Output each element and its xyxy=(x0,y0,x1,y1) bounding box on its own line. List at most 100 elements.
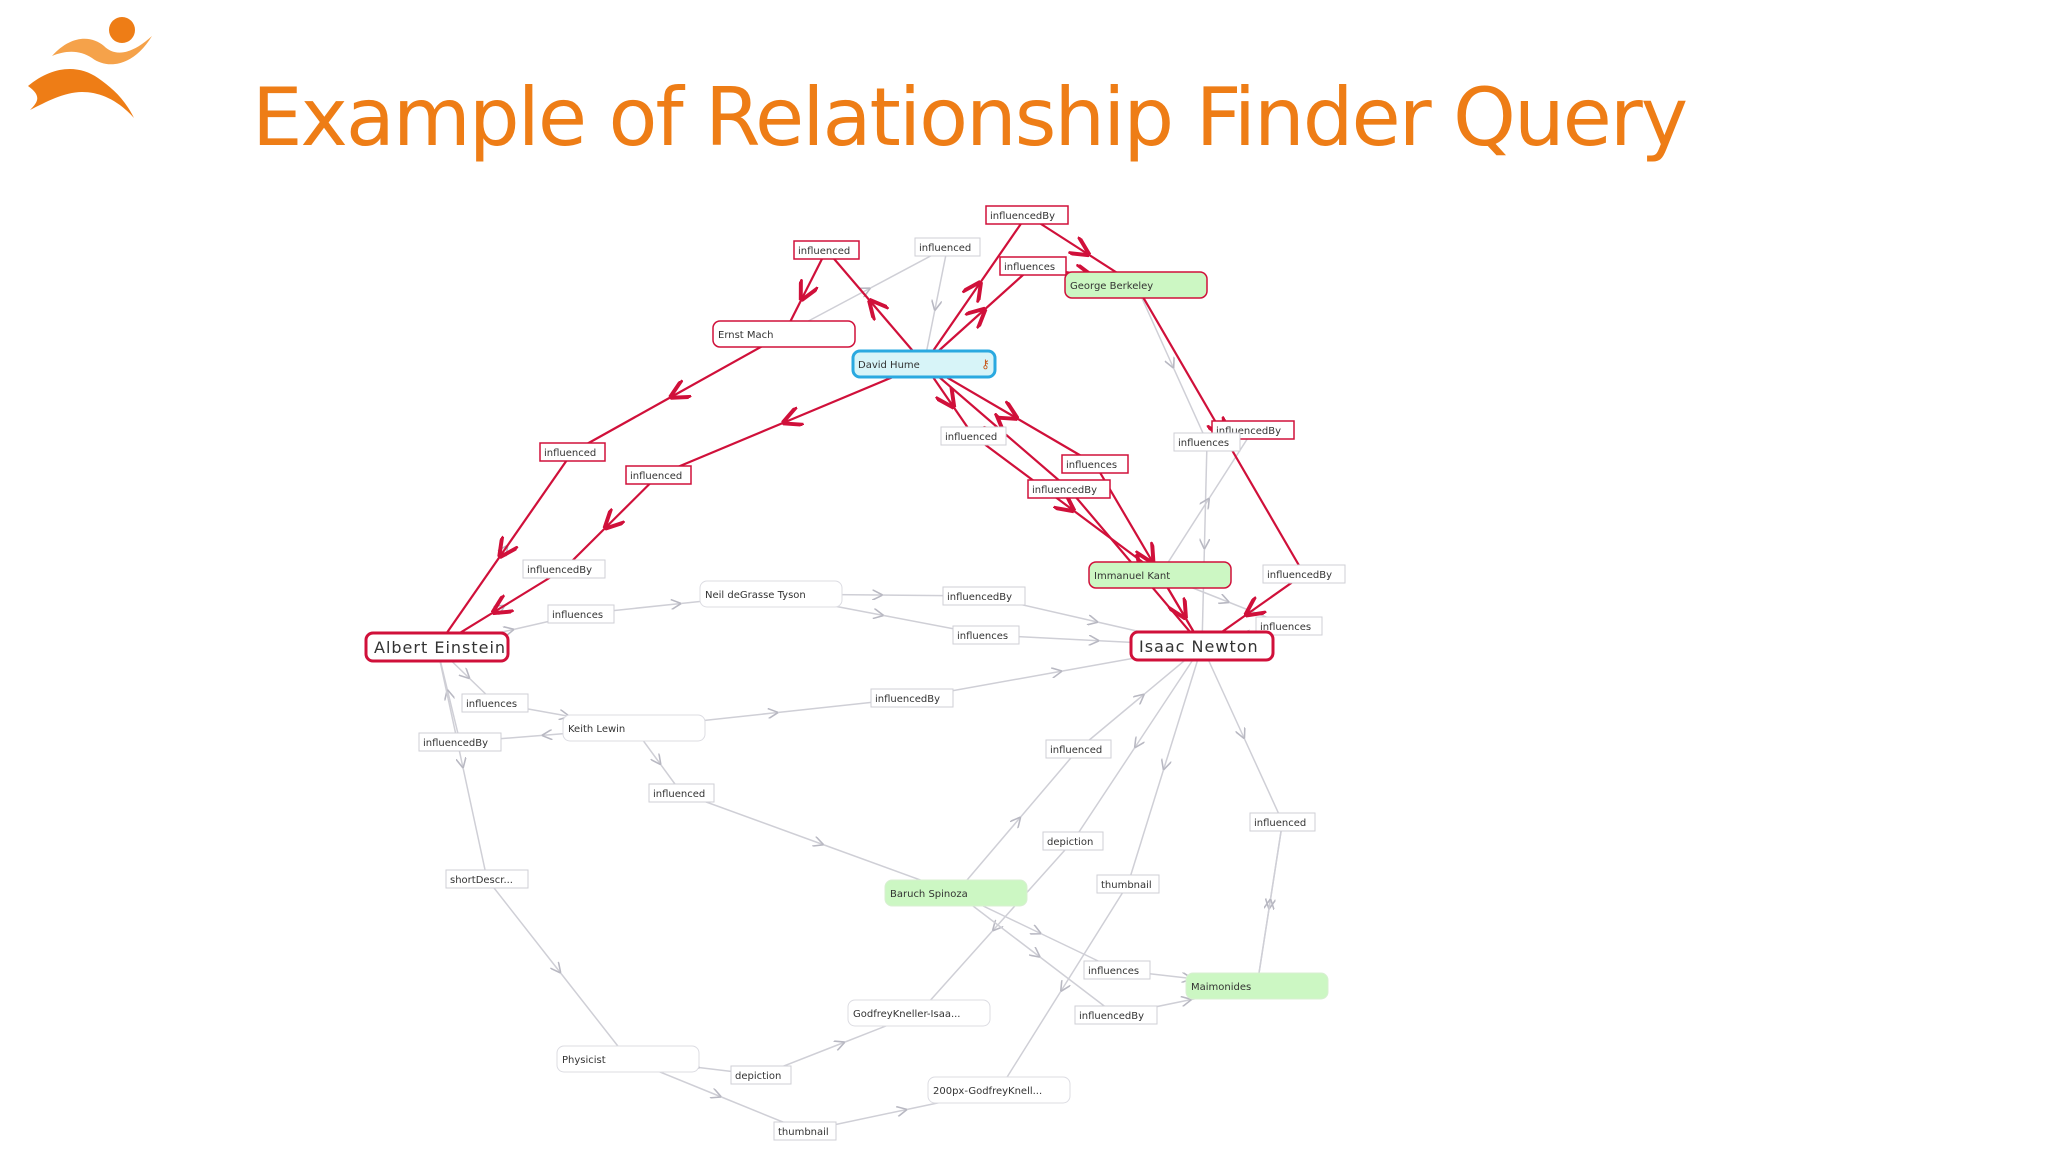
node-box xyxy=(884,879,1028,907)
edge-label-box xyxy=(522,559,606,579)
logo-upper-swoosh-icon xyxy=(52,36,152,65)
edge-label[interactable]: thumbnail xyxy=(773,1121,837,1141)
node-label: Neil deGrasse Tyson xyxy=(705,590,806,601)
edge-label-text: shortDescr... xyxy=(450,875,513,886)
edge-label[interactable]: influencedBy xyxy=(418,732,502,752)
edge-label-box xyxy=(418,732,502,752)
node-maimonides[interactable]: Maimonides xyxy=(1185,972,1329,1000)
background-edges xyxy=(436,246,1290,1132)
path-edge xyxy=(783,249,828,335)
edge-label-box xyxy=(1096,874,1160,894)
path-edge xyxy=(923,214,1028,365)
node-newton[interactable]: Isaac Newton xyxy=(1129,630,1275,662)
edge-label-text: influencedBy xyxy=(990,211,1055,222)
node-box xyxy=(562,714,706,742)
node-berkeley[interactable]: George Berkeley xyxy=(1064,271,1208,299)
graph-edge xyxy=(1256,821,1284,987)
edge-label[interactable]: influenced xyxy=(539,442,606,462)
edge-label-text: influencedBy xyxy=(1216,426,1281,437)
edge-label[interactable]: influencedBy xyxy=(1074,1005,1158,1025)
edge-label-box xyxy=(914,237,981,257)
edge-label-text: influencedBy xyxy=(527,565,592,576)
logo-lower-swoosh-icon xyxy=(28,68,134,118)
edge-label[interactable]: influenced xyxy=(648,783,715,803)
edge-label[interactable]: influencedBy xyxy=(870,688,954,708)
edge-label-text: influencedBy xyxy=(875,694,940,705)
edge-label[interactable]: influencedBy xyxy=(522,559,606,579)
node-box xyxy=(851,349,997,379)
edge-label-text: influenced xyxy=(798,246,850,257)
edge-label[interactable]: influences xyxy=(1083,960,1151,980)
graph-edge xyxy=(955,748,1080,894)
path-edge xyxy=(923,363,1096,465)
path-edge xyxy=(825,249,925,365)
edge-label-box xyxy=(1262,564,1346,584)
edge-label[interactable]: influenced xyxy=(625,465,692,485)
path-edge xyxy=(571,333,785,453)
node-label: Ernst Mach xyxy=(718,330,774,341)
edge-label[interactable]: influences xyxy=(999,256,1067,276)
edge-label-text: thumbnail xyxy=(1101,880,1152,891)
edge-label[interactable]: depiction xyxy=(730,1065,792,1085)
slide-title: Example of Relationship Finder Query xyxy=(252,71,1688,164)
edge-label[interactable]: influences xyxy=(461,693,529,713)
edge-label[interactable]: influences xyxy=(952,625,1020,645)
edge-label-text: influenced xyxy=(630,471,682,482)
node-box xyxy=(1088,561,1232,589)
node-label: 200px-GodfreyKnell... xyxy=(933,1086,1042,1097)
edge-label[interactable]: shortDescr... xyxy=(445,869,529,889)
edge-label-text: influenced xyxy=(945,432,997,443)
edge-label[interactable]: influenced xyxy=(1045,739,1112,759)
edge-label[interactable]: influenced xyxy=(1249,812,1316,832)
edge-label[interactable]: influencedBy xyxy=(1027,479,1111,499)
edge-label-text: influences xyxy=(1088,966,1139,977)
node-label: Maimonides xyxy=(1191,982,1251,993)
logo-head-icon xyxy=(109,17,135,43)
graph-edge xyxy=(1159,429,1254,576)
edge-label[interactable]: thumbnail xyxy=(1096,874,1160,894)
node-physicist[interactable]: Physicist xyxy=(556,1045,700,1073)
edge-label[interactable]: depiction xyxy=(1042,831,1104,851)
path-edge xyxy=(563,474,660,570)
edge-label[interactable]: influenced xyxy=(914,237,981,257)
edge-label[interactable]: influences xyxy=(1255,616,1323,636)
edge-label[interactable]: influences xyxy=(547,604,615,624)
edge-label-text: influences xyxy=(1004,262,1055,273)
node-spinoza[interactable]: Baruch Spinoza xyxy=(884,879,1028,907)
edge-label[interactable]: influencedBy xyxy=(942,586,1026,606)
node-kant[interactable]: Immanuel Kant xyxy=(1088,561,1232,589)
edge-label-text: influenced xyxy=(1050,745,1102,756)
edge-label[interactable]: influences xyxy=(1061,454,1129,474)
node-box xyxy=(927,1076,1071,1104)
node-box xyxy=(847,999,991,1027)
edge-label[interactable]: influencedBy xyxy=(1262,564,1346,584)
edge-label[interactable]: influenced xyxy=(940,426,1007,446)
edge-label-box xyxy=(1074,1005,1158,1025)
nodes: Albert Einstein Isaac Newton David Hume⚷ Ge… xyxy=(364,271,1329,1104)
edge-label-box xyxy=(445,869,529,889)
node-tyson[interactable]: Neil deGrasse Tyson xyxy=(699,580,843,608)
node-box xyxy=(556,1045,700,1073)
edge-label[interactable]: influencedBy xyxy=(985,205,1069,225)
node-label: GodfreyKneller-Isaa... xyxy=(853,1009,961,1020)
node-kneller2[interactable]: 200px-GodfreyKnell... xyxy=(927,1076,1071,1104)
edge-label-text: influencedBy xyxy=(1032,485,1097,496)
edge-label[interactable]: influenced xyxy=(793,240,860,260)
graph-edge xyxy=(1078,645,1203,750)
edge-label-text: influences xyxy=(1066,460,1117,471)
graph-edge xyxy=(1127,645,1203,885)
node-lewin[interactable]: Keith Lewin xyxy=(562,714,706,742)
graph-edge xyxy=(955,892,1117,1016)
node-mach[interactable]: Ernst Mach xyxy=(712,320,856,348)
node-hume[interactable]: David Hume⚷ xyxy=(851,349,997,379)
node-kneller1[interactable]: GodfreyKneller-Isaa... xyxy=(847,999,991,1027)
edge-label-box xyxy=(1042,831,1104,851)
graph-edge xyxy=(436,646,488,880)
edge-label-box xyxy=(1249,812,1316,832)
edge-label[interactable]: influences xyxy=(1173,432,1241,452)
node-einstein[interactable]: Albert Einstein xyxy=(364,631,510,663)
node-box xyxy=(1129,630,1275,662)
edge-label-box xyxy=(985,205,1069,225)
edge-label-box xyxy=(773,1121,837,1141)
